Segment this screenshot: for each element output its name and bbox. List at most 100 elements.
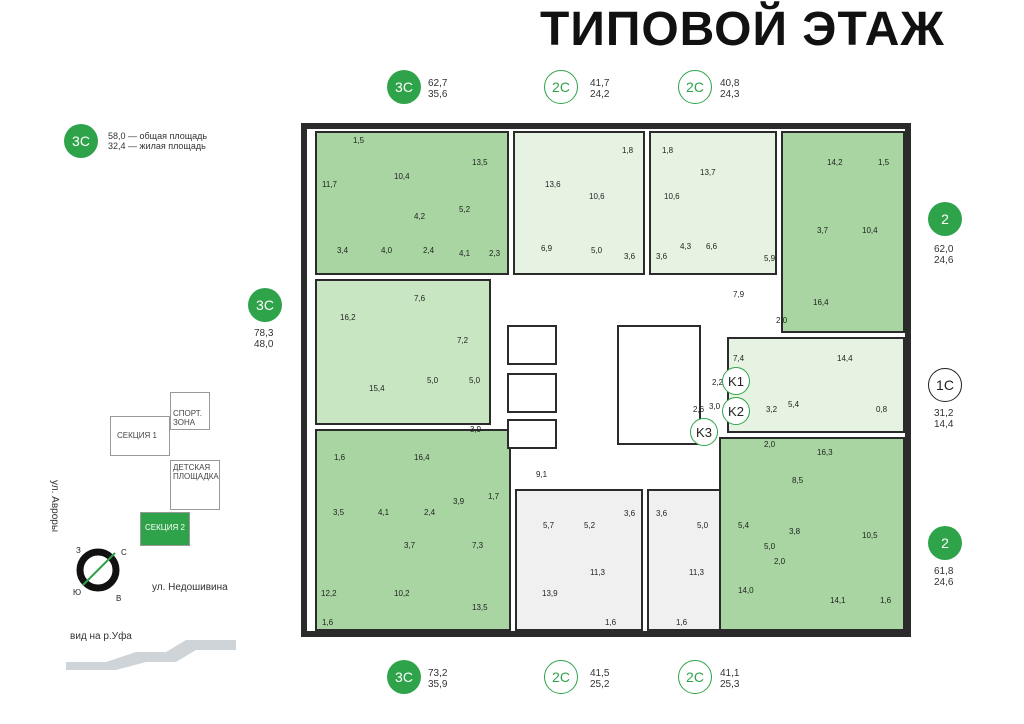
- room-label: 3,5: [333, 508, 345, 517]
- room-label: 11,3: [590, 568, 605, 577]
- compass-s: Ю: [73, 588, 82, 597]
- room-label: 10,6: [664, 192, 680, 201]
- room-label: 3,6: [624, 252, 636, 261]
- room-label: 3,0: [709, 402, 721, 411]
- room-right-1c[interactable]: [727, 337, 905, 433]
- room-label: 1,7: [488, 492, 500, 501]
- room-right-2-top[interactable]: [781, 131, 905, 333]
- room-label: 8,5: [792, 476, 804, 485]
- room-top-2c-b[interactable]: [649, 131, 777, 275]
- room-label: 5,0: [469, 376, 481, 385]
- street-nedoshivina: ул. Недошивина: [152, 582, 228, 593]
- legend-living-text: 32,4 — жилая площадь: [108, 141, 206, 151]
- room-label: 6,9: [541, 244, 553, 253]
- apartment-badge-bottom-2c-a[interactable]: 2С: [544, 660, 578, 694]
- room-right-2-bottom[interactable]: [719, 437, 905, 631]
- room-label: 5,9: [764, 254, 776, 263]
- room-bottom-3c[interactable]: [315, 429, 511, 631]
- room-label: 16,3: [817, 448, 833, 457]
- room-label: 2,0: [764, 440, 776, 449]
- elevator-2: [507, 373, 557, 413]
- apartment-badge-right-1c[interactable]: 1С: [928, 368, 962, 402]
- compass-n: С: [121, 548, 127, 557]
- room-label: 5,2: [584, 521, 596, 530]
- room-label: 5,0: [591, 246, 603, 255]
- room-label: 1,8: [662, 146, 674, 155]
- room-label: 5,4: [738, 521, 750, 530]
- room-label: 1,6: [334, 453, 346, 462]
- room-left-3c[interactable]: [315, 279, 491, 425]
- room-top-2c-a[interactable]: [513, 131, 645, 275]
- room-label: 3,6: [656, 509, 668, 518]
- elevator-1: [507, 325, 557, 365]
- room-label: 7,3: [472, 541, 484, 550]
- room-label: 13,5: [472, 158, 488, 167]
- room-label: 7,2: [457, 336, 469, 345]
- compass-e: В: [116, 594, 122, 603]
- room-label: 6,6: [706, 242, 718, 251]
- room-label: 16,2: [340, 313, 356, 322]
- elevator-3: [507, 419, 557, 449]
- room-label: 5,0: [764, 542, 776, 551]
- room-label: 12,2: [321, 589, 337, 598]
- floor-plan: [301, 123, 911, 637]
- room-label: 1,8: [622, 146, 634, 155]
- apartment-badge-bottom-3c[interactable]: 3С: [387, 660, 421, 694]
- room-label: 14,2: [827, 158, 843, 167]
- apartment-badge-right-2-bottom[interactable]: 2: [928, 526, 962, 560]
- room-label: 14,1: [830, 596, 846, 605]
- minimap-sport-zone: СПОРТ. ЗОНА: [170, 392, 210, 430]
- storage-k1-badge[interactable]: K1: [722, 367, 750, 395]
- room-label: 7,6: [414, 294, 426, 303]
- minimap-section-1: СЕКЦИЯ 1: [110, 416, 170, 456]
- room-label: 13,7: [700, 168, 716, 177]
- room-label: 10,4: [862, 226, 878, 235]
- compass-icon: [76, 548, 120, 592]
- apartment-badge-top-2c-b[interactable]: 2С: [678, 70, 712, 104]
- room-label: 4,1: [459, 249, 471, 258]
- room-label: 3,8: [789, 527, 801, 536]
- room-label: 5,2: [459, 205, 471, 214]
- storage-k3-badge[interactable]: K3: [690, 418, 718, 446]
- room-label: 3,9: [453, 497, 465, 506]
- apartment-badge-right-2-top[interactable]: 2: [928, 202, 962, 236]
- river-shape: [66, 640, 236, 670]
- room-label: 4,1: [378, 508, 390, 517]
- apartment-badge-top-2c-a[interactable]: 2С: [544, 70, 578, 104]
- room-label: 9,1: [536, 470, 548, 479]
- room-label: 5,4: [788, 400, 800, 409]
- room-label: 2,4: [423, 246, 435, 255]
- view-label: вид на р.Уфа: [70, 631, 132, 642]
- room-label: 16,4: [414, 453, 430, 462]
- minimap-section-2[interactable]: СЕКЦИЯ 2: [140, 512, 190, 546]
- storage-k2-badge[interactable]: K2: [722, 397, 750, 425]
- room-top-3c[interactable]: [315, 131, 509, 275]
- room-label: 1,6: [676, 618, 688, 627]
- room-label: 4,0: [381, 246, 393, 255]
- apartment-badge-bottom-2c-b[interactable]: 2С: [678, 660, 712, 694]
- minimap-kids-area: ДЕТСКАЯ ПЛОЩАДКА: [170, 460, 220, 510]
- room-label: 3,4: [337, 246, 349, 255]
- room-label: 5,0: [697, 521, 709, 530]
- room-label: 10,4: [394, 172, 410, 181]
- room-label: 2,4: [424, 508, 436, 517]
- room-label: 13,9: [542, 589, 558, 598]
- stair-core: [617, 325, 701, 445]
- room-label: 7,4: [733, 354, 745, 363]
- room-label: 3,7: [817, 226, 829, 235]
- room-label: 3,2: [766, 405, 778, 414]
- apartment-badge-left-3c[interactable]: 3С: [248, 288, 282, 322]
- room-label: 16,4: [813, 298, 829, 307]
- room-label: 14,4: [837, 354, 853, 363]
- room-label: 1,6: [880, 596, 892, 605]
- room-label: 3,9: [470, 425, 482, 434]
- room-label: 2,3: [489, 249, 501, 258]
- room-label: 15,4: [369, 384, 385, 393]
- apartment-badge-top-3c[interactable]: 3С: [387, 70, 421, 104]
- room-bottom-2c-a[interactable]: [515, 489, 643, 631]
